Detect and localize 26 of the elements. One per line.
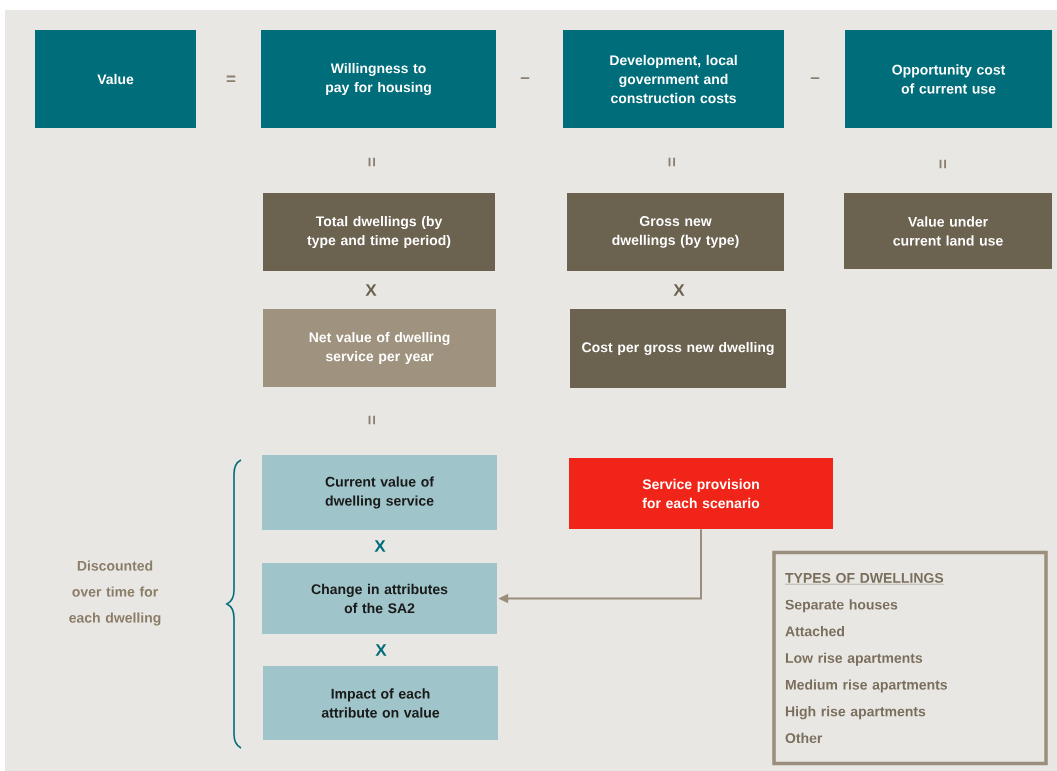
operator-sign: = <box>939 159 946 169</box>
operator-sign: X <box>673 284 685 296</box>
side-note: Discounted over time for each dwelling <box>69 560 161 626</box>
process-box: Impact of each attribute on value <box>263 666 498 740</box>
process-box: Service provision for each scenario <box>569 458 833 529</box>
process-box: Willingness to pay for housing <box>261 30 496 128</box>
process-box: Current value of dwelling service <box>262 455 497 530</box>
process-box: Total dwellings (by type and time period) <box>263 193 495 271</box>
operator-sign: = <box>668 157 675 167</box>
operator-sign: = <box>368 157 375 167</box>
operator-sign: X <box>375 644 387 656</box>
process-box: Value under current land use <box>844 193 1052 269</box>
process-box: Net value of dwelling service per year <box>263 309 496 387</box>
operator-sign: X <box>374 540 386 552</box>
legend-box: TYPES OF DWELLINGS Separate houses Attached Low rise apartments Medium rise apartments High rise apartments Other <box>772 550 1048 766</box>
process-box: Gross new dwellings (by type) <box>567 193 784 271</box>
operator-sign: = <box>368 415 375 425</box>
process-box: Value <box>35 30 196 128</box>
operator-sign: X <box>365 284 377 296</box>
process-box: Change in attributes of the SA2 <box>262 563 497 634</box>
operator-sign: = <box>226 75 236 82</box>
operator-sign: – <box>810 77 820 79</box>
process-box: Development, local government and construction costs <box>563 30 784 128</box>
operator-sign: – <box>520 77 530 79</box>
process-box: Opportunity cost of current use <box>845 30 1052 128</box>
process-box: Cost per gross new dwelling <box>570 309 786 388</box>
